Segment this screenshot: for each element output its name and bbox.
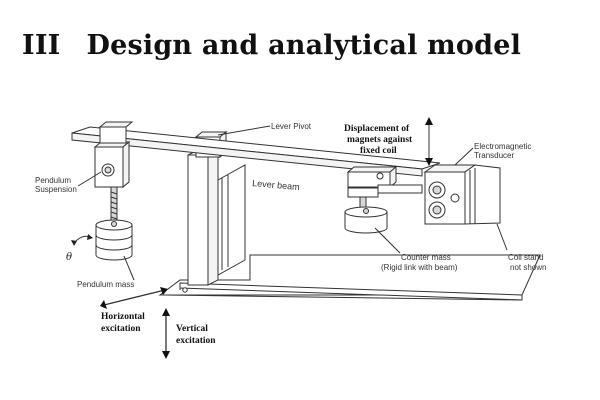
horizontal-excitation-label-2: excitation <box>101 324 141 334</box>
horizontal-excitation-label-1: Horizontal <box>101 312 145 322</box>
section-number: III <box>22 30 61 61</box>
pendulum-mass-label: Pendulum mass <box>77 280 134 289</box>
theta-arrow <box>71 234 93 246</box>
leader-lines <box>77 125 508 281</box>
pendulum-suspension-block <box>93 121 134 189</box>
vertical-excitation-label-2: excitation <box>176 336 216 346</box>
theta-label: θ <box>66 252 72 263</box>
lever-beam <box>71 126 441 177</box>
coil-stand-label-2: not shown <box>510 263 546 272</box>
base-plate <box>158 254 541 301</box>
coil-stand-label-1: Coil stand <box>508 253 544 262</box>
counter-mass-label-2: (Rigid link with beam) <box>381 263 458 272</box>
displacement-label-3: fixed coil <box>360 146 397 156</box>
vertical-excitation-label-1: Vertical <box>176 324 208 334</box>
em-transducer-label-1: Electromagnetic <box>474 142 531 151</box>
displacement-arrow <box>425 117 433 166</box>
displacement-label-1: Displacement of <box>344 124 410 134</box>
counter-mass-assembly <box>344 165 423 234</box>
lever-pivot-label: Lever Pivot <box>271 122 312 131</box>
section-title: Design and analytical model <box>86 30 522 61</box>
vertical-post <box>187 149 246 286</box>
pendulum-suspension-label-2: Suspension <box>35 185 77 194</box>
horizontal-excitation-arrow <box>100 287 168 309</box>
lever-beam-label: Lever beam <box>252 178 300 192</box>
section-heading: III Design and analytical model <box>22 30 521 61</box>
pendulum-suspension-label-1: Pendulum <box>35 176 71 185</box>
displacement-label-2: magnets against <box>347 135 413 145</box>
threaded-rod <box>110 186 118 224</box>
electromagnetic-transducer <box>423 164 501 225</box>
em-transducer-label-2: Transducer <box>474 151 515 160</box>
pendulum-mass <box>95 219 133 261</box>
counter-mass-label-1: Counter mass <box>401 253 451 262</box>
vertical-excitation-arrow <box>162 308 170 359</box>
